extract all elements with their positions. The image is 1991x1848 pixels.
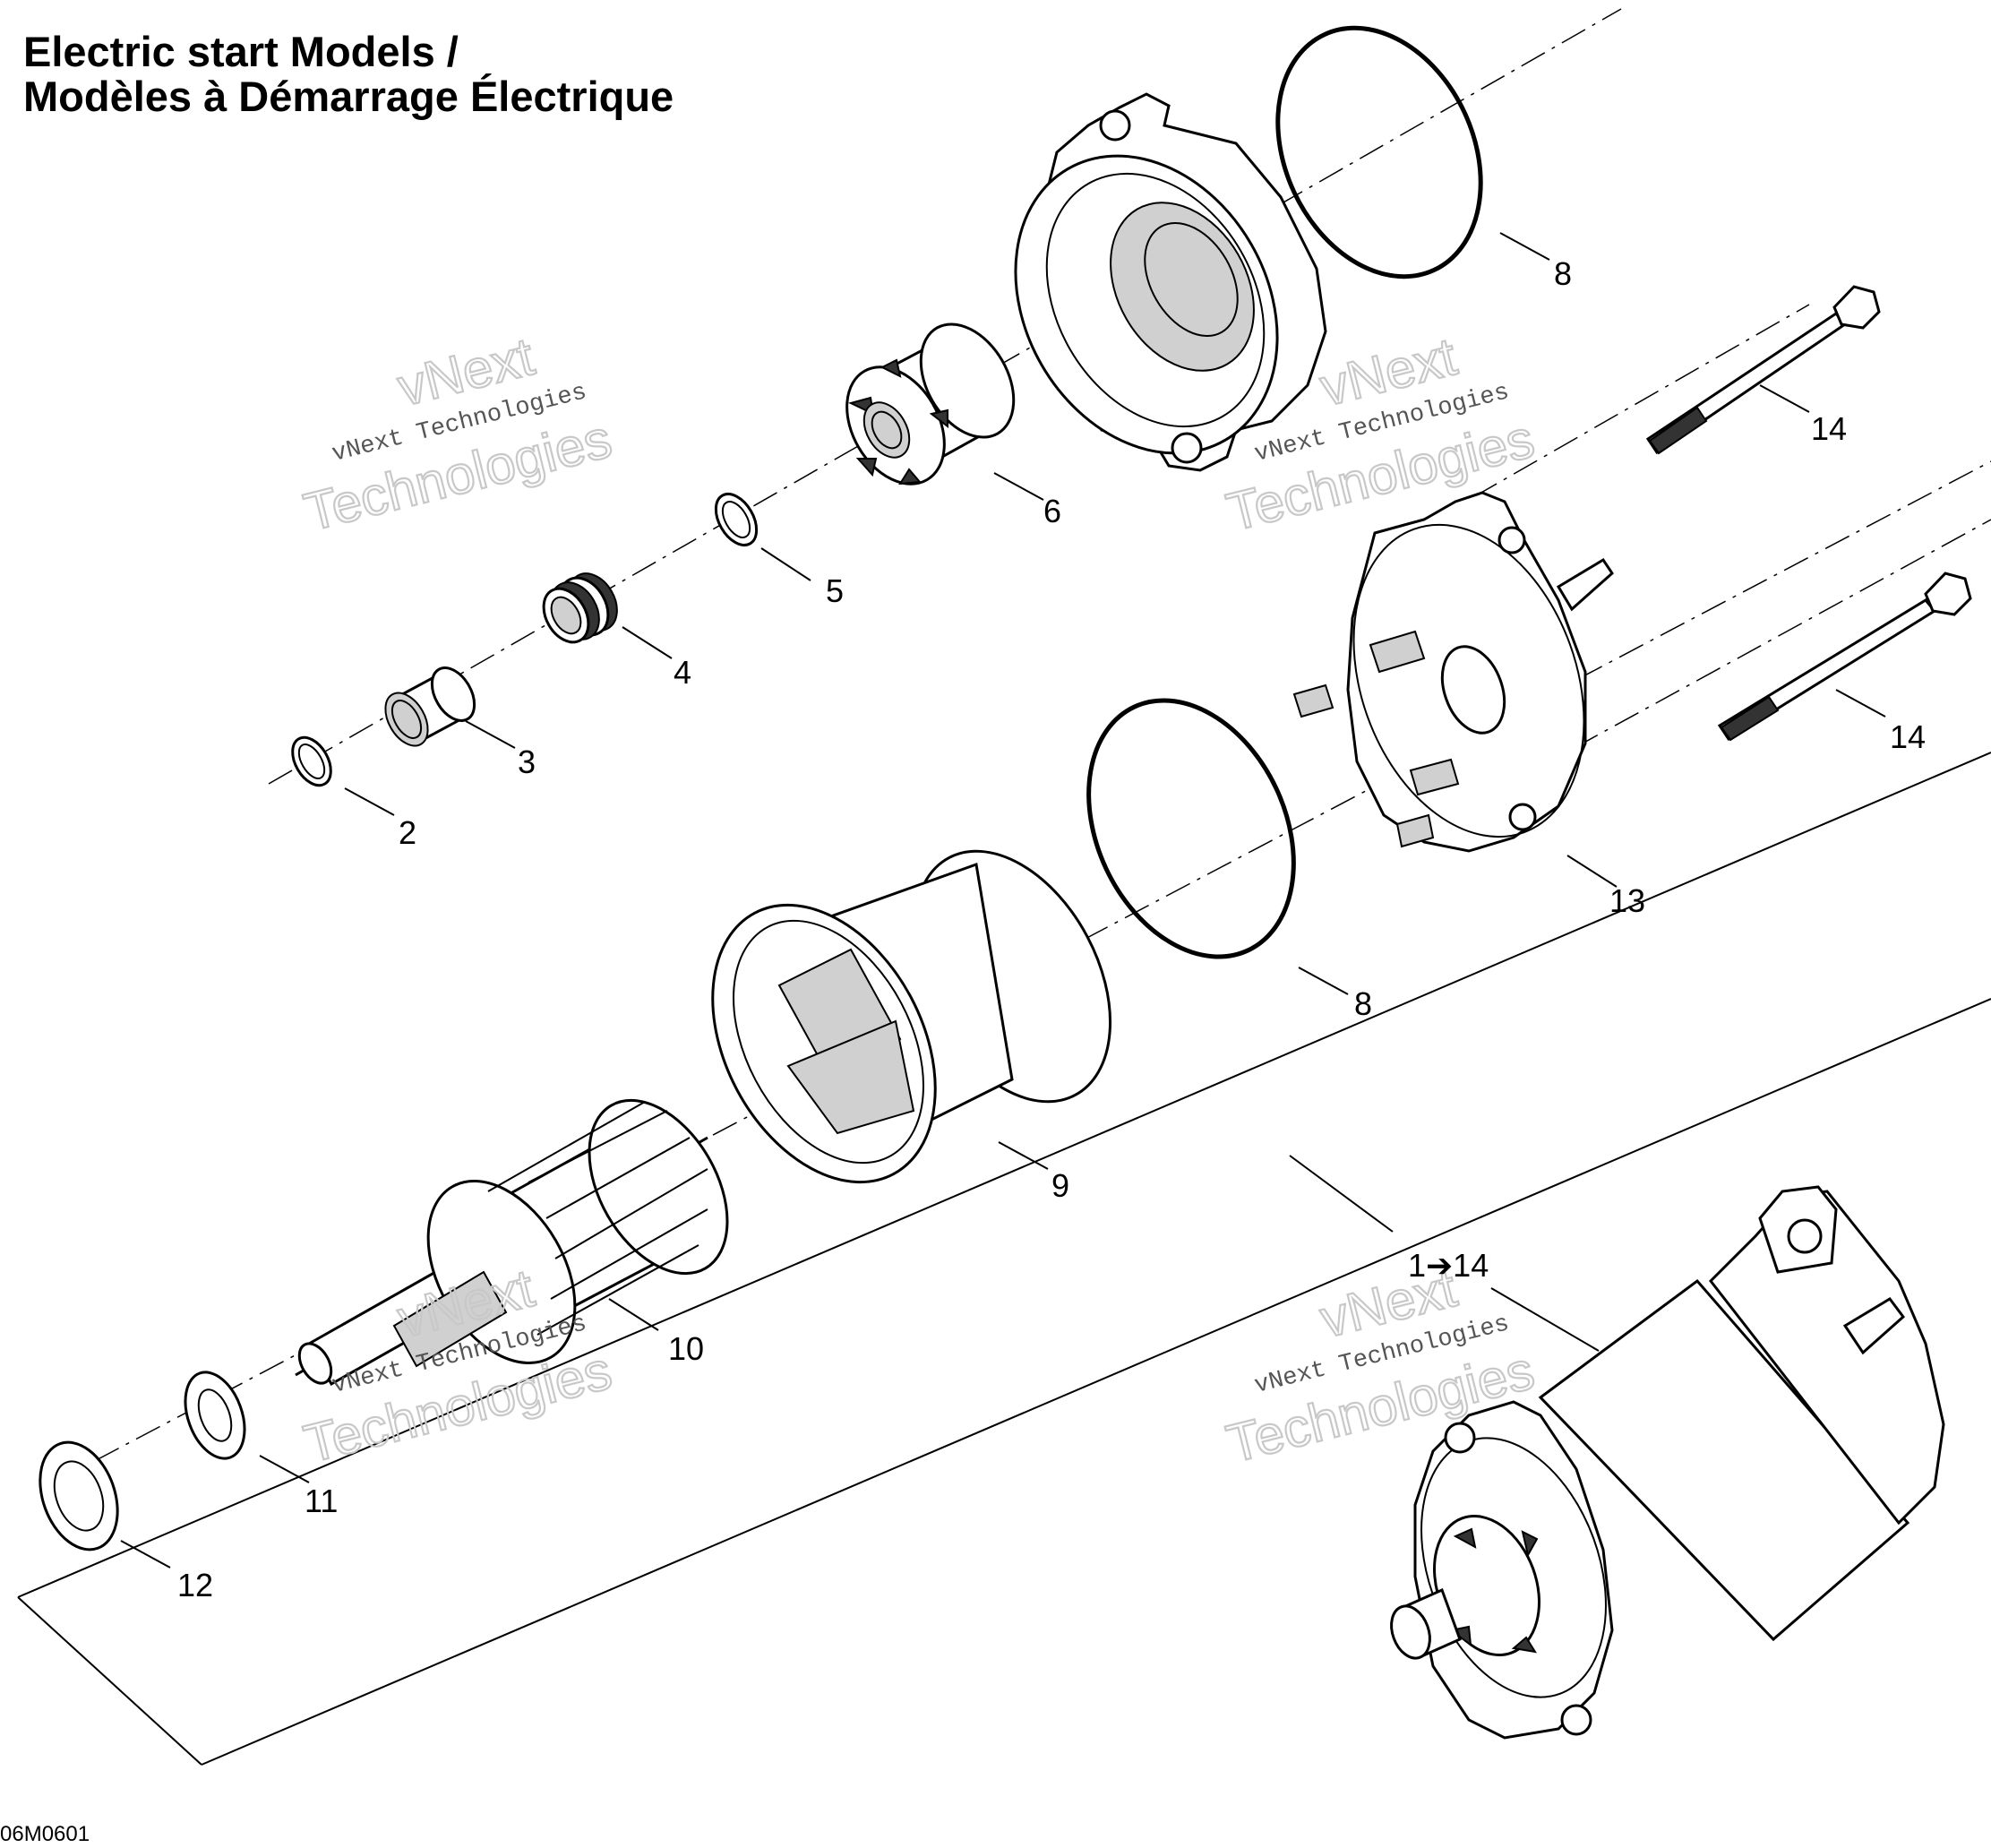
callout-14-lower: 14 [1890,718,1926,755]
thrust-washer-part-12 [39,1440,119,1551]
callout-1-to-14: 1➔14 [1408,1247,1489,1284]
bushing-part-3 [384,666,476,747]
armature-part-10 [295,1098,729,1387]
diagram-title-french: Modèles à Démarrage Électrique [23,73,674,120]
through-bolt-part-14-upper [1645,285,1881,455]
callout-14-upper: 14 [1811,410,1847,447]
circlip-part-5 [714,493,759,546]
o-ring-part-8-lower [1086,698,1296,959]
callout-2: 2 [399,814,416,851]
callout-13: 13 [1609,882,1645,919]
callout-8-lower: 8 [1354,985,1372,1022]
assembled-starter [1390,1185,1945,1740]
callout-10: 10 [668,1330,704,1367]
callout-9: 9 [1051,1167,1069,1204]
circlip-part-2 [291,735,332,787]
leader-lines [120,232,1886,1569]
callout-6: 6 [1043,493,1061,529]
callout-8-upper: 8 [1554,255,1572,292]
callout-3: 3 [518,743,536,780]
drive-housing-part-7 [1014,92,1327,472]
stator-yoke-part-9 [711,849,1112,1184]
lock-washer-part-11 [184,1371,246,1460]
spring-part-4 [542,572,618,644]
callout-5: 5 [826,572,844,609]
end-cover-part-13 [1292,491,1614,853]
figure-code: 06M0601 [0,1822,90,1846]
callout-11: 11 [305,1483,338,1519]
through-bolt-part-14-lower [1717,572,1972,742]
watermark-1: vNext Technologies vNext Technologies [297,325,618,544]
assembly-outline [17,752,1991,1766]
o-ring-part-8-upper [1275,25,1483,279]
callout-12: 12 [177,1567,213,1603]
callout-labels: 2 3 4 5 6 8 8 9 10 11 12 13 14 14 1➔14 [177,255,1926,1603]
diagram-title-english: Electric start Models / [23,28,459,75]
pinion-drive-part-6 [845,322,1016,486]
callout-4: 4 [674,654,691,691]
